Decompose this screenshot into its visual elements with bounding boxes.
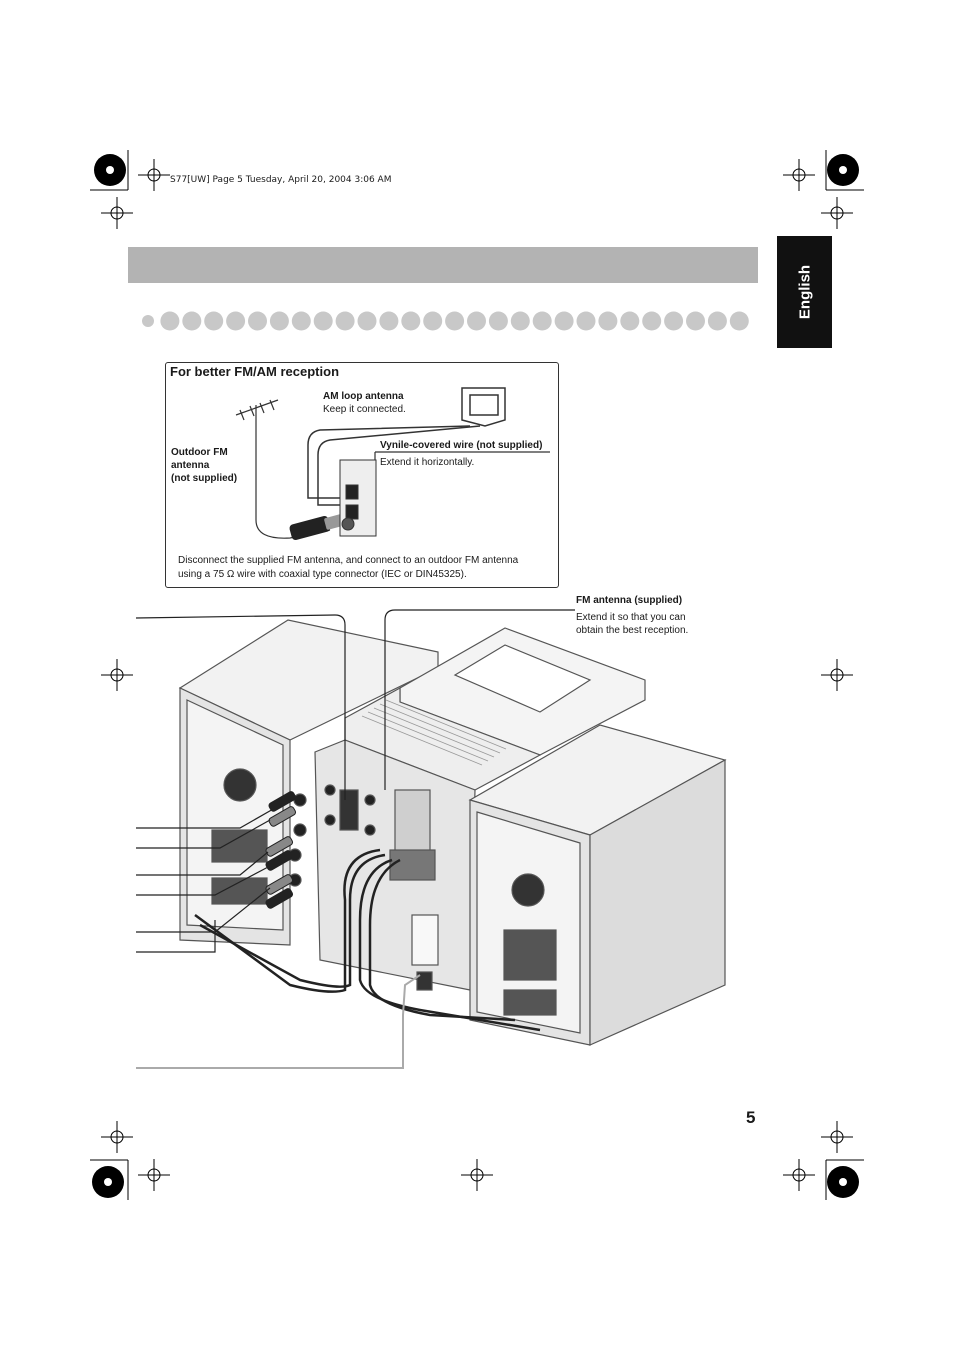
divider-dot	[707, 311, 727, 331]
divider-dot	[686, 311, 705, 331]
am-loop-antenna-drawing	[461, 387, 506, 427]
antenna-terminal-drawing	[339, 459, 377, 537]
reception-box	[165, 362, 559, 588]
crosshair-mark	[821, 659, 853, 691]
left-speaker	[178, 619, 439, 946]
divider-dot	[664, 311, 684, 331]
page-number: 5	[746, 1108, 756, 1127]
coax-connector-drawing	[289, 514, 344, 541]
dot-row-divider	[142, 311, 749, 331]
am-loop-label: AM loop antenna	[323, 391, 404, 402]
power-cord	[136, 974, 421, 1069]
divider-dot	[510, 311, 530, 331]
divider-dot	[642, 311, 662, 331]
divider-dot	[291, 311, 311, 331]
callout-lines	[135, 609, 575, 953]
reception-box-title: For better FM/AM reception	[170, 364, 340, 379]
divider-dot	[142, 315, 154, 327]
outdoor-fm-label-line1: Outdoor FM	[171, 447, 228, 458]
outdoor-fm-label-line3: (not supplied)	[171, 473, 238, 484]
divider-dot	[269, 311, 289, 331]
crosshair-mark	[101, 1121, 133, 1153]
divider-dot	[160, 311, 180, 331]
vinyl-wire-note: Extend it horizontally.	[380, 457, 475, 468]
divider-dot	[401, 311, 421, 331]
divider-dot	[379, 311, 399, 331]
crosshair-mark	[783, 1159, 815, 1191]
divider-dot	[226, 311, 246, 331]
divider-dot	[357, 311, 377, 331]
crosshair-mark	[138, 1159, 170, 1191]
divider-dot	[620, 311, 640, 331]
outdoor-fm-antenna-drawing	[235, 399, 331, 539]
divider-dot	[488, 311, 508, 331]
divider-dot	[467, 311, 486, 331]
divider-dot	[445, 311, 465, 331]
fm-antenna-note-line1: Extend it so that you can	[576, 612, 686, 623]
language-tab: English	[777, 236, 832, 348]
divider-dot	[335, 311, 355, 331]
divider-dot	[576, 311, 596, 331]
fm-antenna-supplied-label: FM antenna (supplied)	[576, 595, 683, 606]
vinyl-wire-label: Vynile-covered wire (not supplied)	[380, 440, 543, 451]
crosshair-mark	[821, 1121, 853, 1153]
divider-dot	[204, 311, 224, 331]
main-unit-top	[344, 627, 646, 791]
divider-dot	[423, 311, 443, 331]
section-title-band	[128, 247, 758, 283]
divider-dot	[532, 311, 552, 331]
divider-dot	[598, 311, 618, 331]
am-loop-note: Keep it connected.	[323, 404, 406, 415]
right-speaker	[468, 724, 727, 1046]
divider-dot	[729, 311, 749, 331]
crosshair-mark	[783, 159, 815, 191]
divider-dot	[554, 311, 574, 331]
instruction-line1: Disconnect the supplied FM antenna, and …	[178, 555, 519, 566]
crosshair-mark	[101, 659, 133, 691]
crosshair-mark	[461, 1159, 493, 1191]
speaker-cables	[194, 848, 541, 1032]
crosshair-mark	[821, 197, 853, 229]
divider-dot	[313, 311, 333, 331]
outdoor-fm-label-line2: antenna	[171, 460, 210, 471]
divider-dot	[182, 311, 202, 331]
print-header: S77[UW] Page 5 Tuesday, April 20, 2004 3…	[170, 175, 392, 185]
divider-dot	[248, 311, 267, 331]
am-lead-wires	[307, 425, 481, 506]
fm-antenna-note-line2: obtain the best reception.	[576, 625, 689, 636]
rca-plugs	[265, 791, 297, 909]
crosshair-mark	[101, 197, 133, 229]
crosshair-mark	[138, 159, 170, 191]
instruction-line2: using a 75 Ω wire with coaxial type conn…	[178, 569, 467, 580]
registration-marks	[90, 150, 864, 1200]
